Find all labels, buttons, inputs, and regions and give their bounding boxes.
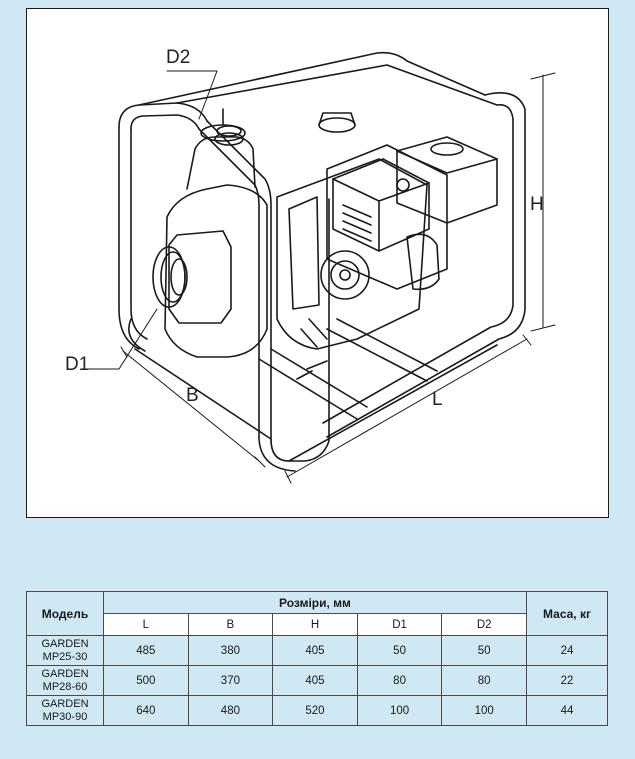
dimension-label-d2: D2 [166,47,191,68]
dimension-label-l: L [432,389,443,410]
cell-mass: 44 [526,695,608,726]
cell-d1: 50 [356,635,443,666]
model-code: MP30-90 [42,710,88,723]
column-header-model: Модель [26,591,104,636]
cell-d1: 100 [356,695,443,726]
model-name: GARDEN [41,667,89,680]
subheader-d1: D1 [356,613,443,636]
subheader-h: H [272,613,358,636]
cell-l: 500 [103,665,189,696]
subheader-l: L [103,613,189,636]
cell-b: 370 [187,665,274,696]
cell-mass: 22 [526,665,608,696]
column-header-dimensions: Розміри, мм [103,591,527,614]
cell-d2: 50 [441,635,527,666]
model-name: GARDEN [41,697,89,710]
model-name: GARDEN [41,637,89,650]
cell-mass: 24 [526,635,608,666]
cell-h: 405 [272,635,358,666]
cell-l: 485 [103,635,189,666]
cell-b: 380 [187,635,274,666]
subheader-d2: D2 [441,613,527,636]
cell-d2: 100 [441,695,527,726]
specifications-table: Модель Розміри, мм Маса, кг L B H D1 D2 … [26,591,608,726]
cell-h: 405 [272,665,358,696]
pump-drawing-panel: D2 D1 B L H [26,8,609,518]
model-code: MP25-30 [42,650,88,663]
cell-b: 480 [187,695,274,726]
cell-d2: 80 [441,665,527,696]
cell-d1: 80 [356,665,443,696]
column-header-mass: Маса, кг [526,591,608,636]
subheader-b: B [187,613,274,636]
cell-l: 640 [103,695,189,726]
dimension-label-d1: D1 [65,354,90,375]
cell-h: 520 [272,695,358,726]
dimension-label-h: H [530,194,544,215]
model-code: MP28-60 [42,680,88,693]
dimension-label-b: B [186,385,199,406]
motor-pump-illustration [86,51,556,484]
